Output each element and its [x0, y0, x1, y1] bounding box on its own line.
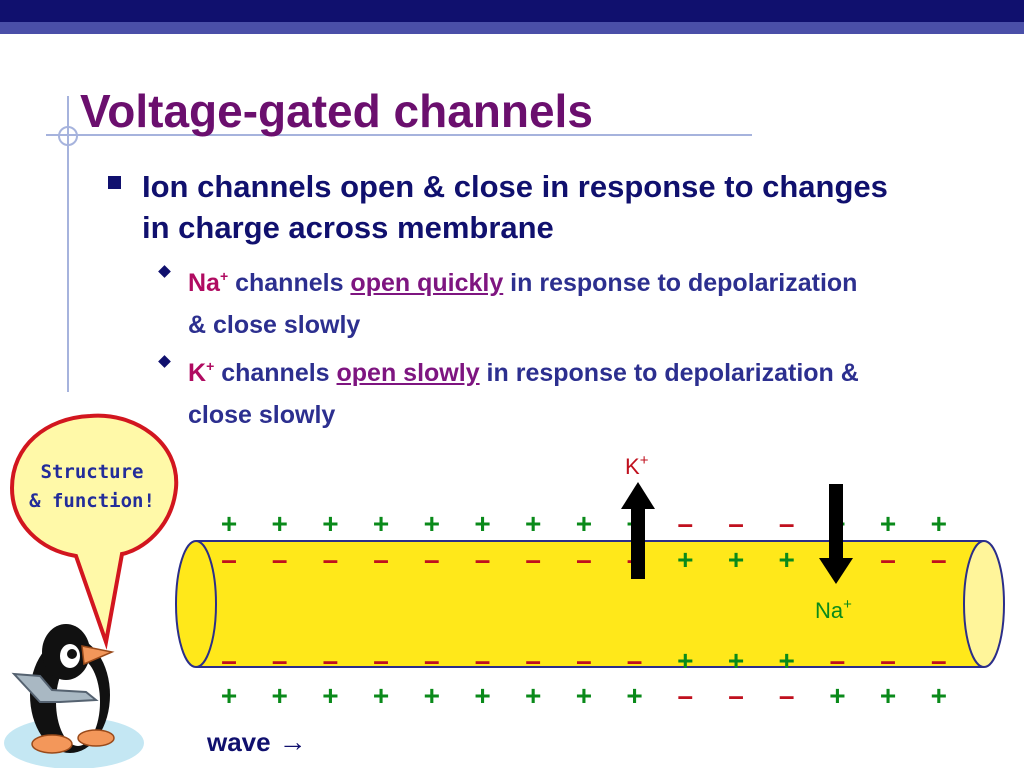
- plus-charge: +: [424, 508, 440, 539]
- minus-charge: –: [221, 544, 237, 575]
- minus-charge: –: [627, 645, 643, 676]
- minus-charge: –: [525, 645, 541, 676]
- plus-charge: +: [221, 680, 237, 711]
- axon-right-end: [963, 540, 1005, 668]
- minus-charge: –: [272, 544, 288, 575]
- minus-charge: –: [931, 544, 947, 575]
- axon-left-end: [175, 540, 217, 668]
- minus-charge: –: [475, 645, 491, 676]
- decor-vertical-line: [67, 96, 69, 392]
- plus-charge: +: [424, 680, 440, 711]
- k-ion-label: K+: [625, 452, 649, 479]
- header-bar-light: [0, 22, 1024, 34]
- na-ion-label: Na+: [815, 596, 852, 623]
- minus-charge: –: [424, 544, 440, 575]
- header-bar-dark: [0, 0, 1024, 22]
- penguin-icon: [4, 624, 144, 768]
- minus-charge: –: [678, 680, 694, 711]
- emphasis-text: open slowly: [336, 359, 480, 387]
- slide-title: Voltage-gated channels: [80, 85, 593, 137]
- minus-charge: –: [525, 544, 541, 575]
- minus-charge: –: [475, 544, 491, 575]
- plus-charge: +: [576, 680, 592, 711]
- minus-charge: –: [880, 645, 896, 676]
- plus-charge: +: [728, 645, 744, 676]
- minus-charge: –: [221, 645, 237, 676]
- plus-charge: +: [373, 680, 389, 711]
- minus-charge: –: [779, 680, 795, 711]
- speech-bubble: [9, 413, 179, 650]
- plus-charge: +: [677, 645, 693, 676]
- plus-charge: +: [779, 544, 795, 575]
- minus-charge: –: [880, 544, 896, 575]
- plus-charge: +: [677, 544, 693, 575]
- outer-bottom-charges: + + + + + + + + + – – – + + +: [221, 680, 947, 711]
- sub-bullet-text: K+ channels open slowly in response to d…: [188, 358, 859, 429]
- sub-bullet-text: Na+ channels open quickly in response to…: [188, 268, 858, 339]
- plus-charge: +: [272, 508, 288, 539]
- ion-name: K+: [188, 358, 215, 387]
- plus-charge: +: [474, 680, 490, 711]
- ion-name: Na+: [188, 268, 229, 297]
- minus-charge: –: [272, 645, 288, 676]
- decor-crosshair-circle: [58, 126, 78, 146]
- minus-charge: –: [576, 544, 592, 575]
- minus-charge: –: [576, 645, 592, 676]
- plus-charge: +: [576, 508, 592, 539]
- minus-charge: –: [931, 645, 947, 676]
- k-efflux-arrow: [621, 482, 655, 579]
- na-influx-arrow: [819, 484, 853, 584]
- plus-charge: +: [626, 680, 642, 711]
- plus-charge: +: [525, 680, 541, 711]
- minus-charge: –: [779, 508, 795, 539]
- callout-text: Structure & function!: [29, 461, 155, 512]
- plus-charge: +: [728, 544, 744, 575]
- decor-horizontal-line: [46, 134, 752, 136]
- minus-charge: –: [678, 508, 694, 539]
- minus-charge: –: [424, 645, 440, 676]
- emphasis-text: open quickly: [350, 269, 504, 297]
- minus-charge: –: [373, 645, 389, 676]
- outer-top-charges: +++++++++–––+++: [221, 508, 947, 539]
- square-bullet-icon: [108, 176, 121, 189]
- minus-charge: –: [323, 544, 339, 575]
- plus-charge: +: [525, 508, 541, 539]
- plus-charge: +: [272, 680, 288, 711]
- plus-charge: +: [322, 508, 338, 539]
- plus-charge: +: [221, 508, 237, 539]
- plus-charge: +: [373, 508, 389, 539]
- minus-charge: –: [728, 680, 744, 711]
- plus-charge: +: [474, 508, 490, 539]
- plus-charge: +: [931, 508, 947, 539]
- minus-charge: –: [373, 544, 389, 575]
- plus-charge: +: [931, 680, 947, 711]
- plus-charge: +: [322, 680, 338, 711]
- plus-charge: +: [880, 508, 896, 539]
- plus-charge: +: [880, 680, 896, 711]
- minus-charge: –: [830, 645, 846, 676]
- minus-charge: –: [728, 508, 744, 539]
- main-bullet-text: Ion channels open & close in response to…: [142, 169, 888, 245]
- wave-label: wave→: [206, 726, 307, 757]
- axon-body: [196, 541, 984, 667]
- minus-charge: –: [323, 645, 339, 676]
- plus-charge: +: [829, 680, 845, 711]
- inner-bottom-charges: – – – – – – – – – + + + – – –: [221, 645, 946, 676]
- plus-charge: +: [779, 645, 795, 676]
